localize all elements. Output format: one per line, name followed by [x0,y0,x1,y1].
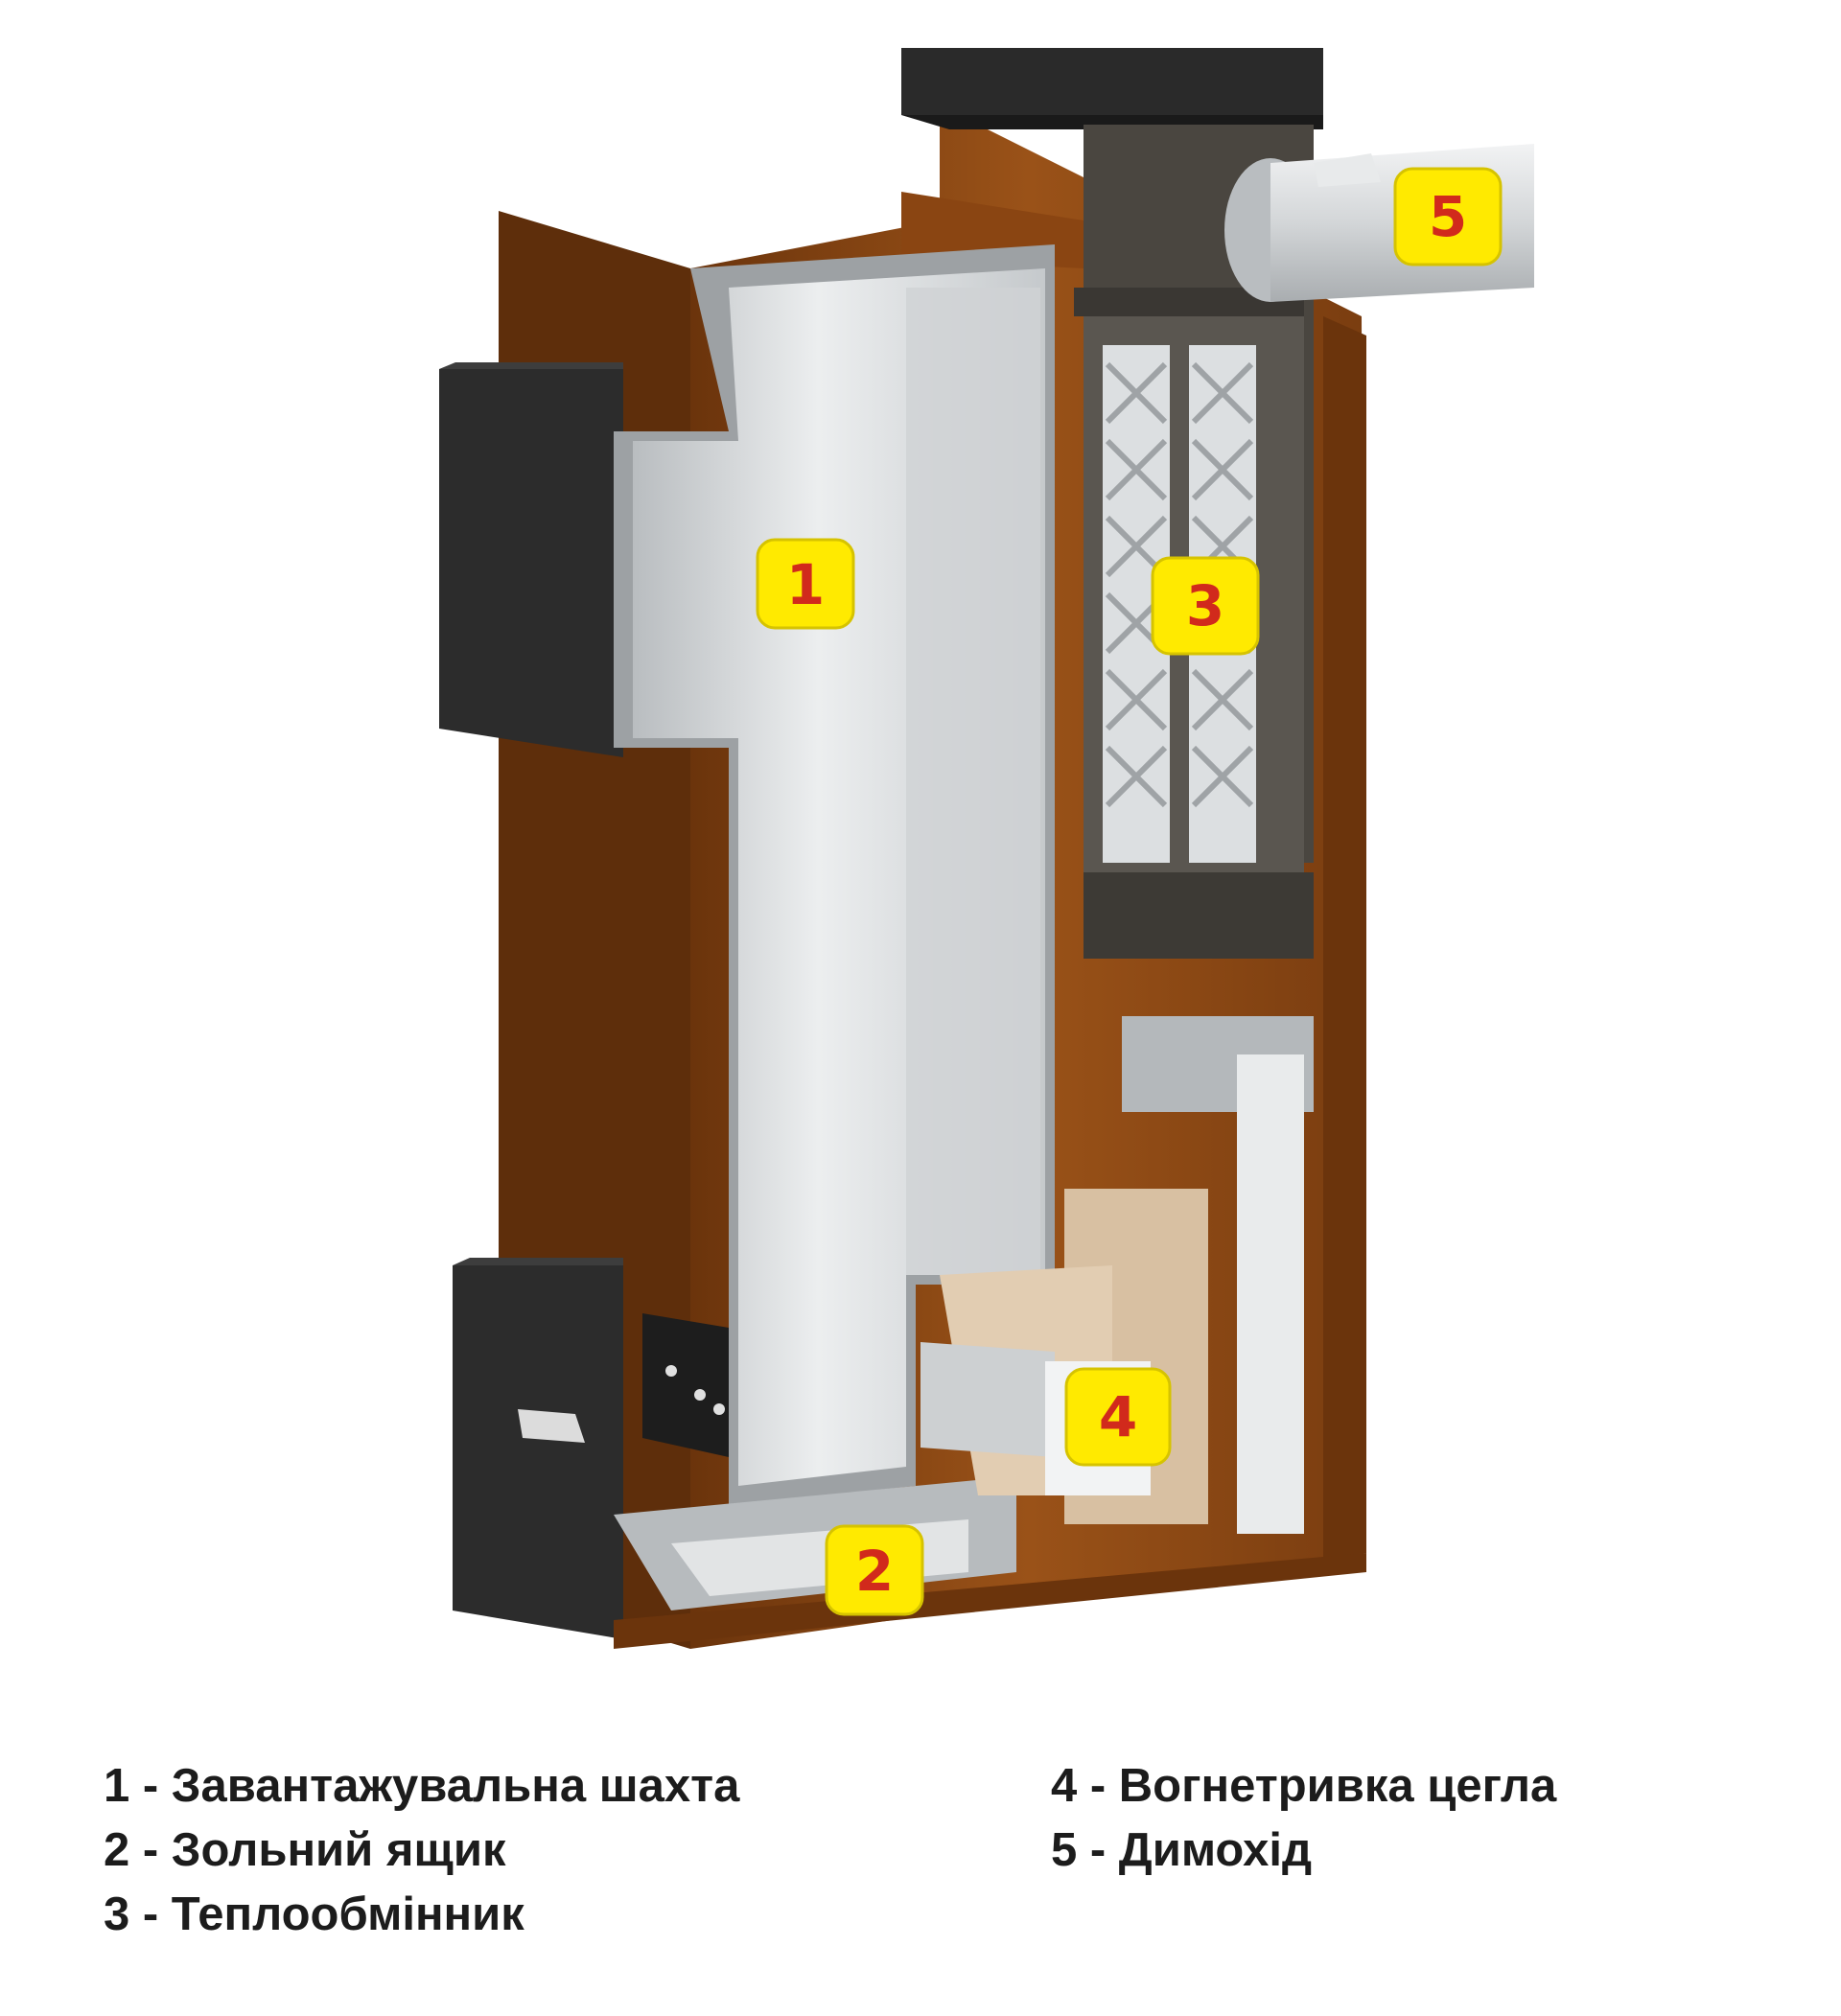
legend-column-right: 4 - Вогнетривка цегла 5 - Димохід [1051,1754,1556,1883]
badge-3: 3 [1151,556,1260,656]
legend-item-1: 1 - Завантажувальна шахта [104,1760,740,1812]
boiler-cutaway-diagram: 1 2 3 4 5 [439,48,1534,1649]
grate-door [518,1313,729,1457]
badge-4: 4 [1064,1367,1172,1467]
svg-text:4: 4 [1099,1384,1137,1449]
legend-item-5: 5 - Димохід [1051,1824,1313,1876]
insulation-lower [453,1258,623,1639]
svg-text:2: 2 [855,1539,894,1604]
svg-text:5: 5 [1429,184,1467,249]
badge-1: 1 [756,538,855,630]
insulation-upper [439,362,623,757]
badge-5: 5 [1393,167,1503,266]
legend-item-4: 4 - Вогнетривка цегла [1051,1760,1557,1812]
svg-text:3: 3 [1186,573,1224,638]
legend-item-2: 2 - Зольний ящик [104,1824,506,1876]
badge-2: 2 [825,1524,924,1616]
svg-text:1: 1 [786,552,825,617]
legend-column-left: 1 - Завантажувальна шахта 2 - Зольний ящ… [104,1754,739,1947]
legend: 1 - Завантажувальна шахта 2 - Зольний ящ… [0,1754,1841,1984]
legend-item-3: 3 - Теплообмінник [104,1889,524,1940]
loading-chamber [614,244,1055,1505]
